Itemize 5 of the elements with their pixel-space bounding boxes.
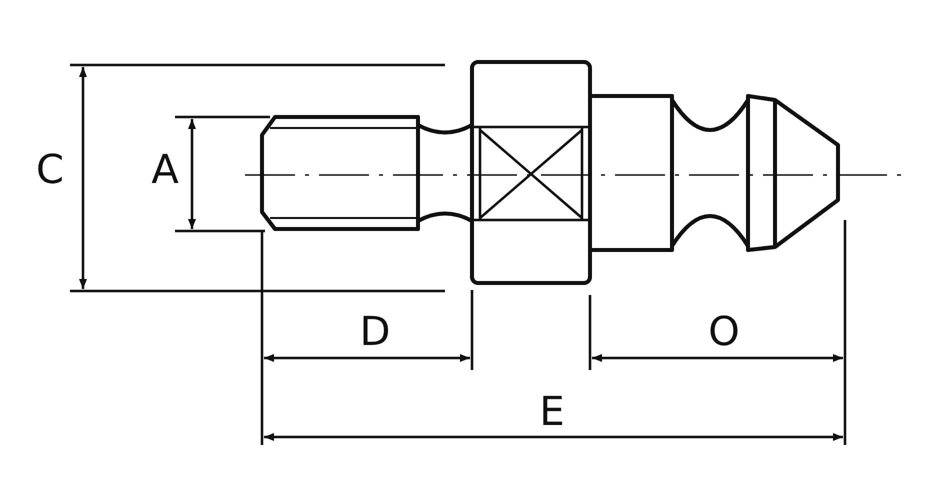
dimension-label: O [708,312,740,352]
dimension-label: A [151,150,179,190]
dimension-label: C [36,150,64,190]
dimension-label: E [539,392,565,432]
dimension-label: D [360,312,390,352]
